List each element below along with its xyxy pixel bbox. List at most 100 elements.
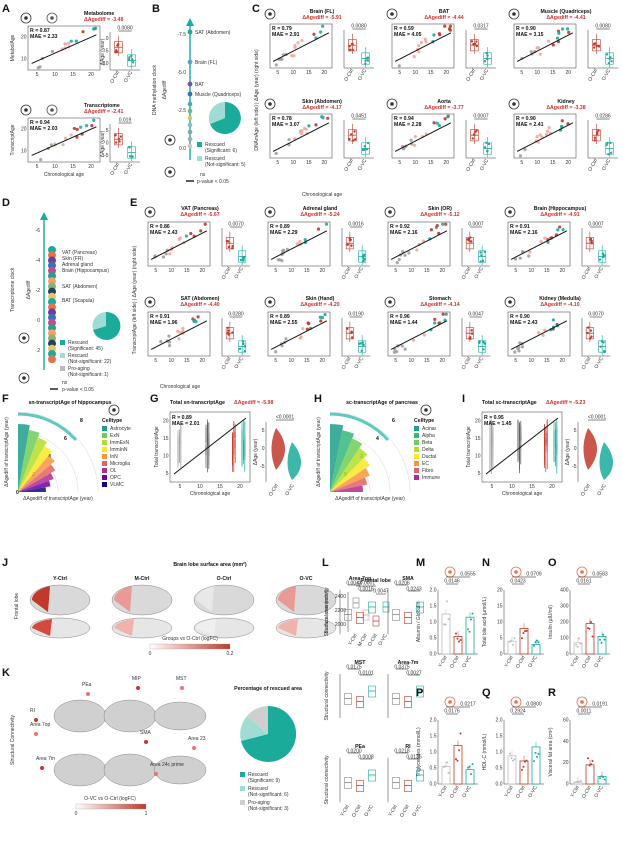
scatter-point	[555, 36, 560, 40]
scatter-point	[314, 123, 318, 127]
organ-icon	[144, 296, 156, 308]
bar-ytick: 2.0	[430, 588, 437, 594]
bar-ytick: 1.5	[496, 734, 503, 740]
scatter-point	[280, 57, 284, 61]
group-label: Y-Ctrl	[503, 785, 514, 799]
x-tick: 15	[304, 358, 310, 364]
group-label: O-VC	[357, 158, 369, 172]
x-tick: 10	[534, 160, 540, 166]
box-point	[366, 56, 370, 59]
mae-value: MAE = 2.43	[150, 230, 178, 236]
bar-point	[510, 639, 513, 642]
bar-point	[444, 765, 447, 768]
x-tick: 15	[529, 484, 535, 490]
scatter-point	[307, 124, 311, 128]
dy-tick: 5	[262, 428, 265, 434]
box-point	[598, 258, 602, 261]
scatter-point	[441, 222, 445, 226]
group-label: O-Ctrl	[581, 266, 593, 281]
dagediff: ΔAgediff = -4.14	[420, 302, 459, 308]
x-tick: 15	[428, 70, 434, 76]
regression-line	[270, 230, 328, 260]
box-point	[350, 331, 353, 334]
scatter-point	[417, 43, 421, 48]
organ-icon	[512, 12, 516, 16]
group-label: O-Ctrl	[268, 483, 280, 498]
scatter-point	[274, 151, 278, 156]
panel-label-L: L	[322, 557, 329, 569]
mae-value: MAE = 2.91	[272, 32, 300, 38]
mae-value: MAE = 1.45	[484, 421, 512, 427]
x-tick: 15	[184, 358, 190, 364]
dy-tick: 5	[574, 428, 577, 434]
scatter-frame	[269, 113, 333, 159]
y-axis-label: MetabolAge	[10, 34, 16, 61]
panel-h: sc-transcriptAge of pancreas6420ΔAgediff…	[316, 400, 440, 502]
dagediff: ΔAgediff = -3.77	[424, 105, 463, 111]
box-body	[392, 609, 400, 621]
scatter-point	[274, 350, 278, 354]
bar-point	[588, 764, 591, 767]
scatter-point	[196, 315, 200, 319]
group-label: O-VC	[601, 68, 613, 82]
fan-wedge	[18, 455, 55, 492]
x-tick: 15	[424, 358, 430, 364]
axis-arrow	[186, 18, 194, 26]
scatter-point	[298, 239, 302, 244]
box-point	[131, 58, 134, 61]
group-label: O-VC	[527, 785, 539, 799]
dagediff: ΔAgediff = -5.23	[546, 400, 585, 406]
organ-icon	[268, 102, 272, 106]
scatter-point	[556, 228, 560, 232]
tissue-title: Kidney	[557, 99, 574, 105]
legend-swatch	[414, 461, 419, 466]
legend-text: Rescued	[205, 142, 225, 148]
legend-swatch	[414, 447, 419, 452]
fan-grid	[17, 411, 99, 493]
bar-point	[510, 756, 513, 759]
fan-title: sc-transcriptAge of pancreas	[346, 400, 418, 406]
b-dot	[187, 115, 193, 121]
scatter-point	[304, 127, 308, 131]
legend-swatch	[414, 454, 419, 459]
dagediff: ΔAgediff = -5.98	[234, 400, 273, 406]
legend-text: Ductal	[422, 454, 436, 460]
legend-text: Rescued	[68, 340, 88, 346]
bar	[465, 616, 475, 655]
dna-icon	[168, 138, 172, 142]
frontal-lobe-fill	[114, 619, 134, 636]
scatter-point	[49, 143, 53, 147]
scatter-point	[167, 334, 171, 338]
ns-text: ns	[62, 380, 68, 386]
p-value: 0.0080	[117, 26, 133, 32]
legend-swatch	[102, 468, 107, 473]
r-value: R = 0.59	[394, 26, 414, 32]
legend-text: InN	[110, 454, 118, 460]
x-tick: 5	[276, 70, 279, 76]
box-point	[479, 251, 482, 254]
b-dot	[187, 108, 193, 114]
bar-point	[456, 759, 459, 762]
region-marker	[192, 746, 196, 750]
p-value: 0.0047	[373, 589, 389, 595]
panel-label-D: D	[2, 197, 10, 209]
clock-icon	[20, 104, 32, 116]
bar-point	[603, 778, 606, 781]
tissue-title: BAT	[439, 9, 450, 15]
group-label: O-Ctrl	[221, 356, 233, 371]
fan-wedge	[18, 429, 40, 492]
b-dot	[187, 29, 193, 35]
k-region-label: Area 23	[188, 736, 206, 742]
bar-ytick: 0.0	[496, 782, 503, 788]
bar-ytick: 20	[563, 760, 569, 766]
p-value: 0.0175	[346, 665, 362, 671]
panel-label-J: J	[2, 557, 8, 569]
group-label: O-VC	[123, 70, 135, 84]
box-point	[482, 348, 485, 351]
panel-label-R: R	[548, 687, 556, 699]
group-label: O-Ctrl	[581, 655, 593, 670]
color-scale	[149, 643, 231, 650]
